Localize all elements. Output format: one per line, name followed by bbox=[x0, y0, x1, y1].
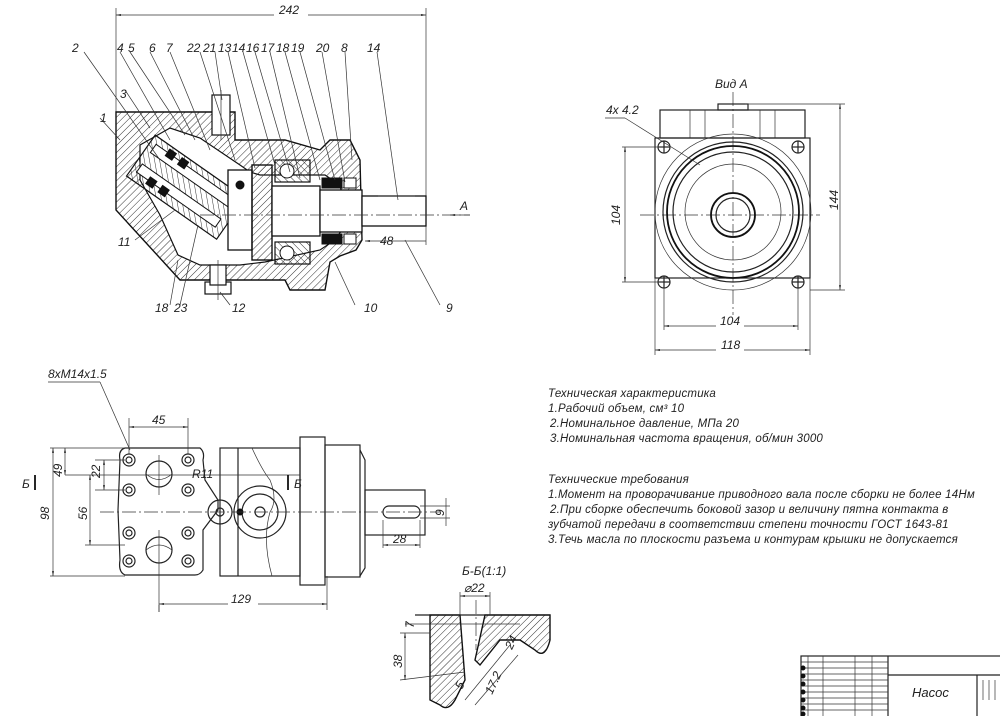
requirement-item-3: 3.Течь масла по плоскости разъема и конт… bbox=[548, 534, 958, 546]
dim-7: 7 bbox=[403, 620, 417, 628]
part-label-18: 18 bbox=[276, 41, 290, 55]
drawing-title: Насос bbox=[912, 685, 949, 700]
part-label-21: 21 bbox=[202, 41, 216, 55]
part-label-6: 6 bbox=[149, 41, 156, 55]
part-label-7: 7 bbox=[166, 41, 174, 55]
dim-38: 38 bbox=[391, 654, 405, 668]
part-label-14b: 14 bbox=[367, 41, 381, 55]
part-label-13: 13 bbox=[218, 41, 232, 55]
part-label-12: 12 bbox=[232, 301, 246, 315]
dim-dia-22: ⌀22 bbox=[464, 581, 485, 595]
section-bb-title: Б-Б(1:1) bbox=[462, 564, 506, 578]
dim-98: 98 bbox=[38, 506, 52, 520]
dim-45: 45 bbox=[152, 413, 166, 427]
part-label-16: 16 bbox=[246, 41, 260, 55]
dim-24: 24 bbox=[502, 633, 521, 652]
spec-item-2: 2.Номинальное давление, МПа 20 bbox=[550, 418, 740, 430]
dim-48: 48 bbox=[380, 234, 394, 248]
part-label-17: 17 bbox=[261, 41, 276, 55]
section-axis-label: A bbox=[459, 199, 468, 213]
part-label-20: 20 bbox=[315, 41, 330, 55]
part-label-10: 10 bbox=[364, 301, 378, 315]
dim-49: 49 bbox=[51, 463, 65, 477]
specs-heading: Техническая характеристика bbox=[548, 388, 717, 400]
dim-9: 9 bbox=[433, 509, 447, 516]
radius-label: R11 bbox=[192, 467, 213, 481]
dim-118: 118 bbox=[721, 338, 740, 352]
part-label-3: 3 bbox=[120, 87, 127, 101]
bolt-holes bbox=[122, 453, 195, 568]
dim-56: 56 bbox=[76, 506, 90, 520]
part-label-2: 2 bbox=[71, 41, 79, 55]
part-label-22: 22 bbox=[186, 41, 201, 55]
dim-17-2: 17.2 bbox=[482, 669, 505, 696]
requirement-item-2-cont: зубчатой передачи в соответствии степени… bbox=[548, 519, 949, 531]
view-a: Вид А 4х 4.2 104 bbox=[605, 77, 845, 355]
section-mark-left: Б bbox=[22, 477, 30, 491]
dim-104-vertical: 104 bbox=[609, 205, 623, 225]
dim-104-horizontal: 104 bbox=[720, 314, 740, 328]
title-block: Насос bbox=[800, 655, 1000, 716]
plan-view: 8хМ14х1.5 bbox=[22, 367, 450, 612]
part-label-8: 8 bbox=[341, 41, 348, 55]
part-label-23: 23 bbox=[173, 301, 188, 315]
requirements-heading: Технические требования bbox=[548, 474, 689, 486]
view-a-title: Вид А bbox=[715, 77, 748, 91]
part-label-9: 9 bbox=[446, 301, 453, 315]
part-label-1: 1 bbox=[100, 111, 107, 125]
section-mark-right: Б bbox=[294, 477, 302, 491]
dim-144: 144 bbox=[827, 190, 841, 210]
part-label-11: 11 bbox=[118, 235, 130, 249]
section-bb: Б-Б(1:1) ⌀22 7 38 24 17.2 5 bbox=[391, 564, 551, 709]
part-label-19: 19 bbox=[291, 41, 305, 55]
part-label-18b: 18 bbox=[155, 301, 169, 315]
part-label-5: 5 bbox=[128, 41, 135, 55]
dim-242: 242 bbox=[278, 3, 299, 17]
thread-label: 8хМ14х1.5 bbox=[48, 367, 107, 381]
spec-item-1: 1.Рабочий объем, см³ 10 bbox=[548, 403, 685, 415]
requirement-item-1: 1.Момент на проворачивание приводного ва… bbox=[548, 489, 975, 501]
dim-129: 129 bbox=[231, 592, 251, 606]
main-section-view: 242 bbox=[71, 3, 470, 315]
part-label-4: 4 bbox=[117, 41, 124, 55]
holes-label: 4х 4.2 bbox=[606, 103, 639, 117]
requirement-item-2: 2.При сборке обеспечить боковой зазор и … bbox=[550, 504, 949, 516]
spec-item-3: 3.Номинальная частота вращения, об/мин 3… bbox=[550, 433, 824, 445]
part-label-14a: 14 bbox=[232, 41, 246, 55]
dim-22: 22 bbox=[89, 464, 103, 479]
dim-28: 28 bbox=[392, 532, 407, 546]
